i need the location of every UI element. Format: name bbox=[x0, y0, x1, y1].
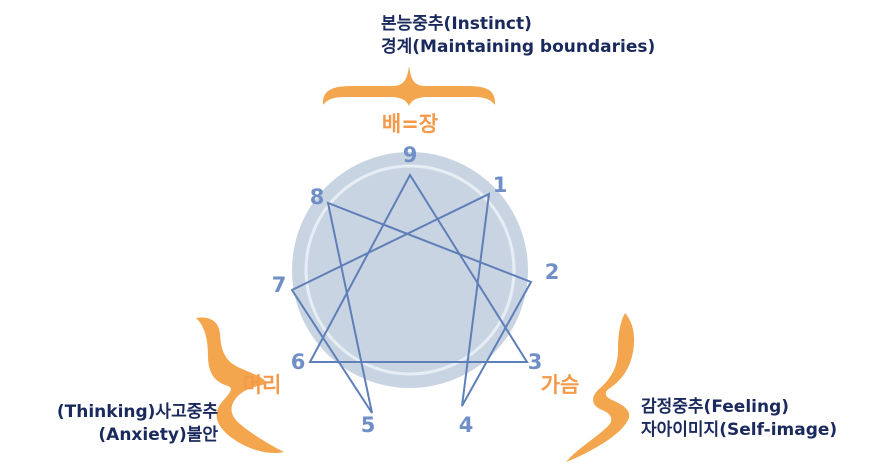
point-6-label: 6 bbox=[291, 350, 306, 374]
point-9-label: 9 bbox=[403, 143, 418, 167]
left-group-line1: (Thinking)사고중추 bbox=[57, 402, 218, 422]
top-curly-brace bbox=[323, 66, 495, 106]
point-2-label: 2 bbox=[545, 260, 560, 284]
point-8-label: 8 bbox=[310, 185, 325, 209]
point-3-label: 3 bbox=[528, 350, 543, 374]
point-5-label: 5 bbox=[361, 413, 376, 437]
top-group-line2: 경계(Maintaining boundaries) bbox=[381, 37, 655, 57]
top-center-label: 배=장 bbox=[382, 112, 438, 136]
top-group-line1: 본능중추(Instinct) bbox=[381, 14, 532, 34]
point-1-label: 1 bbox=[493, 173, 508, 197]
point-4-label: 4 bbox=[459, 413, 474, 437]
left-group-line2: (Anxiety)불안 bbox=[98, 425, 218, 445]
left-center-label: 머리 bbox=[243, 373, 282, 397]
right-group-line1: 감정중추(Feeling) bbox=[641, 397, 789, 417]
point-7-label: 7 bbox=[272, 273, 287, 297]
right-group-line2: 자아이미지(Self-image) bbox=[641, 420, 837, 440]
right-center-label: 가슴 bbox=[541, 373, 580, 397]
